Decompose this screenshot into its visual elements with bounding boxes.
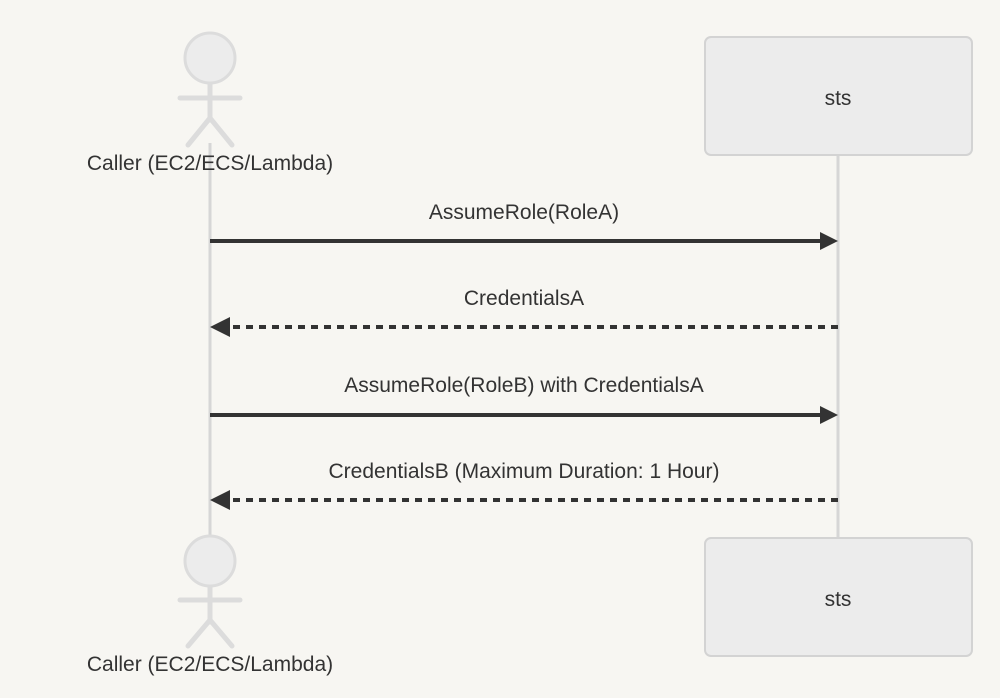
- lifelines: [208, 143, 840, 538]
- actor-caller-top[interactable]: Caller (EC2/ECS/Lambda): [87, 31, 333, 175]
- actor-head-icon: [183, 31, 237, 85]
- message-arrowhead-right-3: [820, 406, 838, 424]
- message-3-assume-role-b[interactable]: AssumeRole(RoleB) with CredentialsA: [210, 374, 838, 424]
- actor-leg-right-icon: [207, 617, 235, 649]
- message-4-credentials-b[interactable]: CredentialsB (Maximum Duration: 1 Hour): [210, 460, 838, 510]
- participant-sts-bottom[interactable]: sts: [704, 537, 973, 657]
- participant-label-sts-bottom: sts: [825, 588, 852, 611]
- participant-sts-top[interactable]: sts: [704, 36, 973, 156]
- participant-box-rect: [704, 36, 973, 156]
- participant-label-sts-top: sts: [825, 87, 852, 110]
- actor-head-icon: [183, 534, 237, 588]
- message-arrowhead-left-2: [210, 317, 230, 337]
- actor-label-caller-bottom: Caller (EC2/ECS/Lambda): [87, 653, 333, 676]
- message-label-2: CredentialsA: [464, 287, 584, 310]
- message-2-credentials-a[interactable]: CredentialsA: [210, 287, 838, 337]
- actor-leg-left-icon: [185, 115, 213, 148]
- actor-caller-bottom[interactable]: Caller (EC2/ECS/Lambda): [87, 534, 333, 676]
- actor-leg-right-icon: [207, 115, 235, 148]
- message-label-1: AssumeRole(RoleA): [429, 201, 619, 224]
- actor-leg-left-icon: [185, 617, 213, 649]
- message-arrowhead-right-1: [820, 232, 838, 250]
- message-arrowhead-left-4: [210, 490, 230, 510]
- actor-label-caller-top: Caller (EC2/ECS/Lambda): [87, 152, 333, 175]
- message-1-assume-role-a[interactable]: AssumeRole(RoleA): [210, 201, 838, 250]
- message-label-4: CredentialsB (Maximum Duration: 1 Hour): [329, 460, 720, 483]
- message-label-3: AssumeRole(RoleB) with CredentialsA: [344, 374, 703, 397]
- participant-box-rect: [704, 537, 973, 657]
